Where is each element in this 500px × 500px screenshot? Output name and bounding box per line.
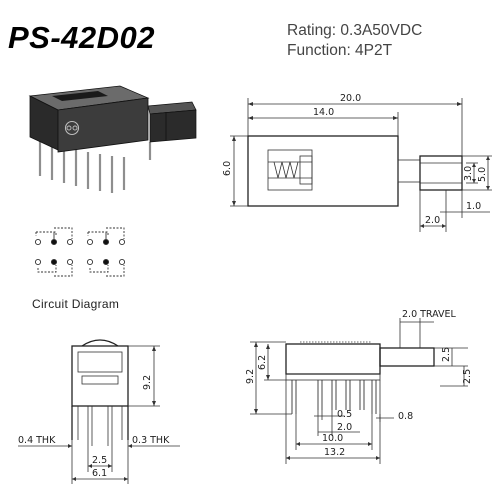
dim-actuator-offset: 1.0 bbox=[466, 201, 481, 212]
brand-logo bbox=[64, 120, 80, 136]
dim-actuator-h2: 2.5 bbox=[462, 369, 473, 384]
dim-pin-pitch: 2.5 bbox=[92, 455, 107, 466]
dim-body-length: 14.0 bbox=[313, 107, 334, 118]
dim-thk-left: 0.4 THK bbox=[18, 435, 56, 446]
top-view-drawing: 20.0 14.0 6.0 3.0 5.0 1.0 2.0 bbox=[222, 93, 492, 232]
dim-side-total-height: 9.2 bbox=[245, 369, 256, 384]
dim-side-body-height: 6.2 bbox=[257, 355, 268, 370]
part-number-title: PS-42D02 bbox=[8, 20, 156, 55]
switch-photo bbox=[28, 85, 197, 193]
dim-end-height: 9.2 bbox=[142, 375, 153, 390]
circuit-diagram-label: Circuit Diagram bbox=[32, 297, 120, 311]
dim-pin-pitch-side: 2.0 bbox=[337, 422, 352, 433]
dim-total-length: 20.0 bbox=[340, 93, 361, 104]
dim-pin-width: 0.5 bbox=[337, 409, 352, 420]
dim-actuator-h1: 2.5 bbox=[441, 347, 452, 362]
dim-pin-span: 6.1 bbox=[92, 468, 107, 479]
circuit-group-left bbox=[34, 227, 74, 277]
end-view-drawing: 9.2 0.4 THK 0.3 THK 2.5 6.1 bbox=[18, 339, 180, 484]
side-view-drawing: 2.0 TRAVEL 9.2 6.2 2.5 2.5 0.5 0.8 2.0 bbox=[245, 309, 473, 464]
rating-text: Rating: 0.3A50VDC bbox=[287, 22, 423, 39]
dim-travel: 2.0 TRAVEL bbox=[402, 309, 457, 320]
function-text: Function: 4P2T bbox=[287, 42, 393, 59]
dim-pin-width-2: 0.8 bbox=[398, 411, 413, 422]
dim-actuator-outer: 5.0 bbox=[477, 167, 488, 182]
dim-actuator-length: 2.0 bbox=[425, 215, 440, 226]
dim-pin-span-side: 10.0 bbox=[322, 433, 343, 444]
circuit-group-right bbox=[86, 227, 126, 277]
dim-actuator-width: 3.0 bbox=[463, 166, 474, 181]
dim-height: 6.0 bbox=[222, 161, 233, 176]
circuit-diagram bbox=[34, 227, 126, 277]
dim-thk-right: 0.3 THK bbox=[132, 435, 170, 446]
dim-total-width: 13.2 bbox=[324, 447, 345, 458]
